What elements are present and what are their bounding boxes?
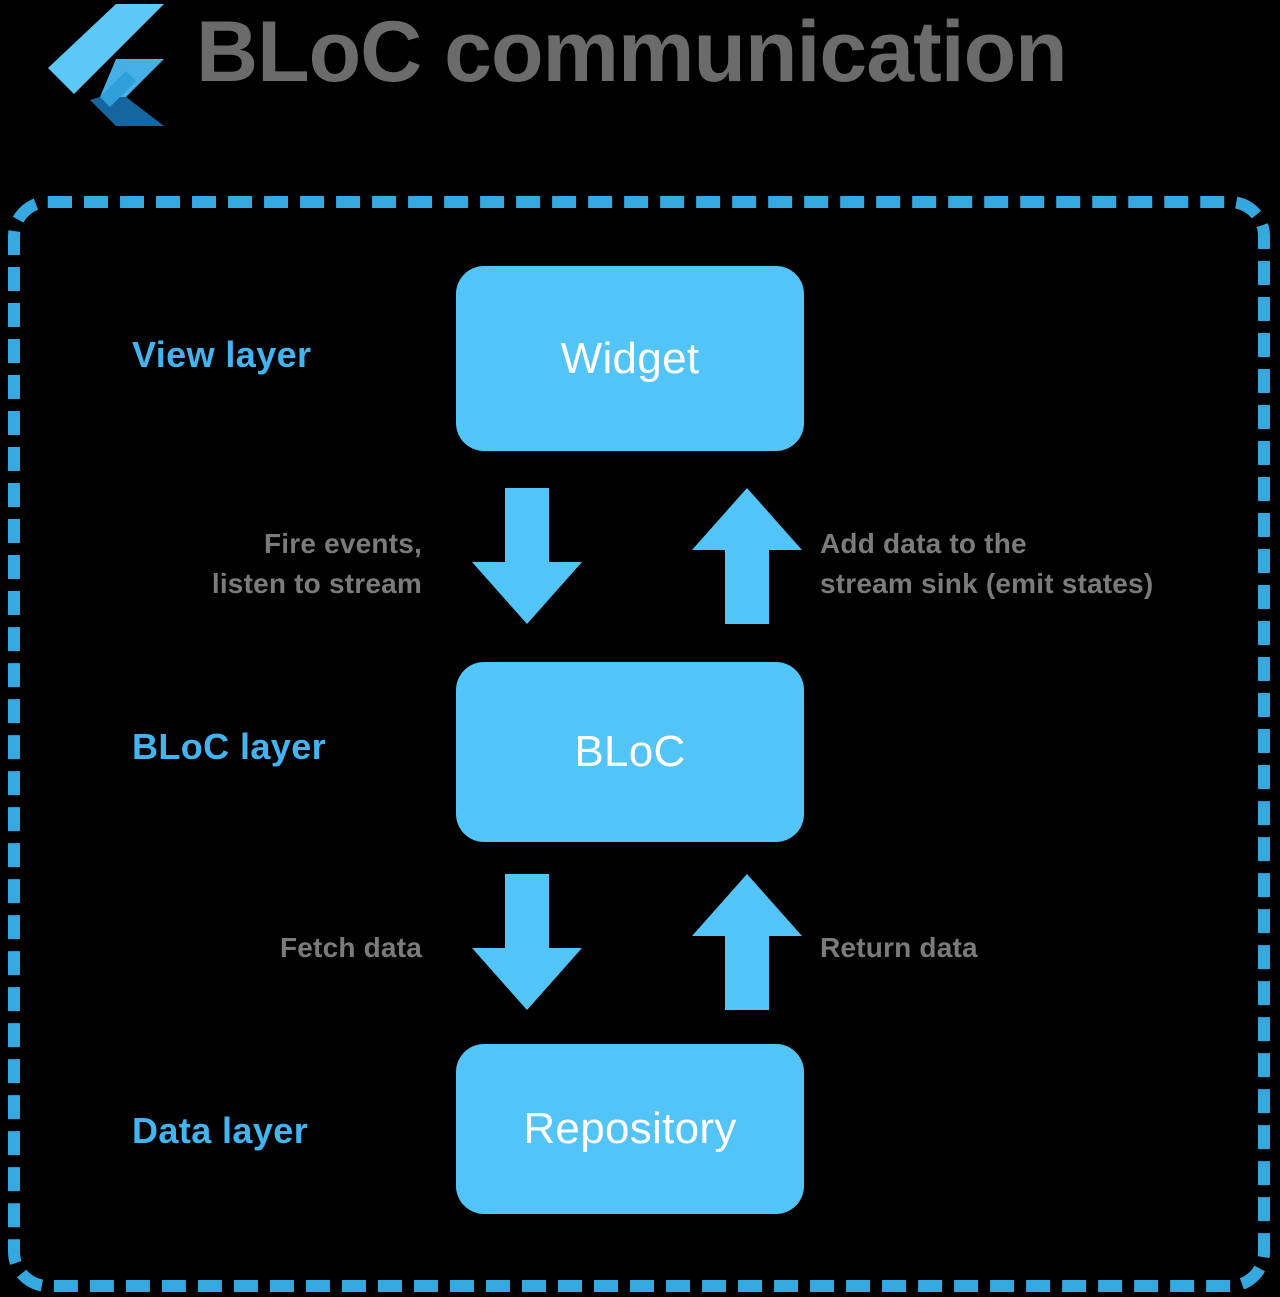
arrow-group-bloc-data: Fetch data Return data	[20, 866, 1280, 1042]
arrow-label-fetch-data: Fetch data	[279, 932, 422, 963]
arrow-down-icon	[472, 874, 582, 1010]
node-bloc[interactable]: BLoC	[456, 662, 804, 842]
arrow-group-view-bloc: Fire events, listen to stream Add data t…	[20, 476, 1280, 656]
arrow-down-icon	[472, 488, 582, 624]
node-widget[interactable]: Widget	[456, 266, 804, 451]
page-header: BLoC communication	[0, 0, 1280, 175]
flutter-logo-icon	[38, 2, 166, 126]
diagram-frame: View layer Widget Fire events, listen to…	[8, 196, 1270, 1292]
arrow-label-return-data: Return data	[820, 932, 978, 963]
arrow-up-icon	[692, 488, 802, 624]
layer-label-view: View layer	[132, 334, 312, 375]
layer-label-bloc: BLoC layer	[132, 726, 327, 767]
arrow-label-fire-events: Fire events, listen to stream	[211, 528, 422, 599]
arrow-label-add-data: Add data to the stream sink (emit states…	[820, 528, 1154, 599]
layer-label-data: Data layer	[132, 1110, 309, 1151]
node-repository[interactable]: Repository	[456, 1044, 804, 1214]
page-title: BLoC communication	[196, 4, 1068, 100]
arrow-up-icon	[692, 874, 802, 1010]
